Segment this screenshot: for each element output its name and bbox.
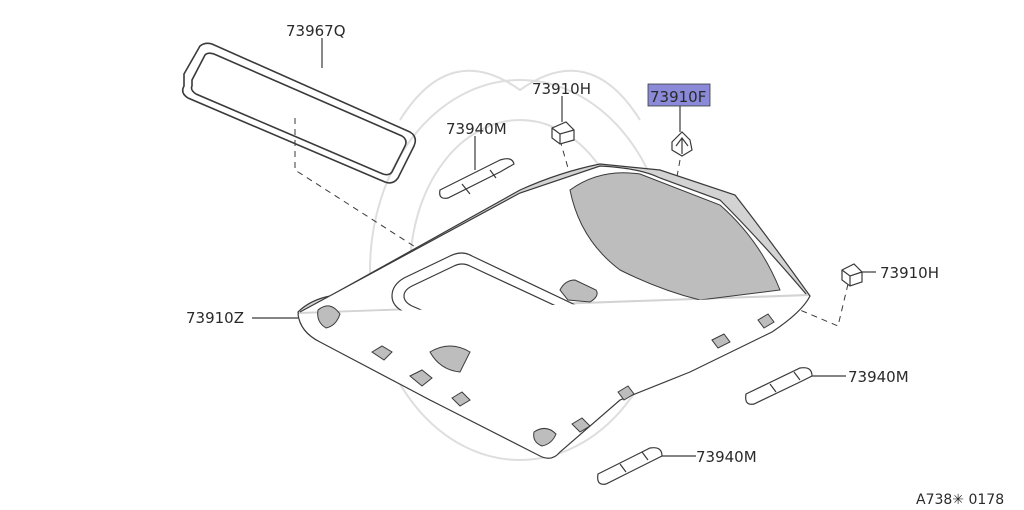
- diagram-reference-code: A738✳ 0178: [916, 492, 1004, 508]
- clip-right: [841, 263, 863, 287]
- label-grip-top: 73940M: [446, 120, 507, 138]
- label-clip-top: 73910H: [532, 80, 591, 98]
- label-grip-right: 73940M: [848, 368, 909, 386]
- label-sunroof-seal: 73967Q: [286, 22, 346, 40]
- clip-highlighted: [671, 131, 693, 157]
- headlining-panel: [297, 163, 811, 459]
- label-clip-right: 73910H: [880, 264, 939, 282]
- clip-top: [551, 121, 575, 145]
- label-grip-bottom: 73940M: [696, 448, 757, 466]
- assist-grip-bottom: [597, 447, 663, 485]
- label-clip-highlighted: 73910F: [650, 88, 706, 106]
- assist-grip-right: [745, 367, 813, 405]
- sunroof-seal: [181, 42, 417, 184]
- assist-grip-top: [439, 158, 515, 199]
- label-headlining: 73910Z: [186, 309, 244, 327]
- highlight-box: [647, 83, 711, 107]
